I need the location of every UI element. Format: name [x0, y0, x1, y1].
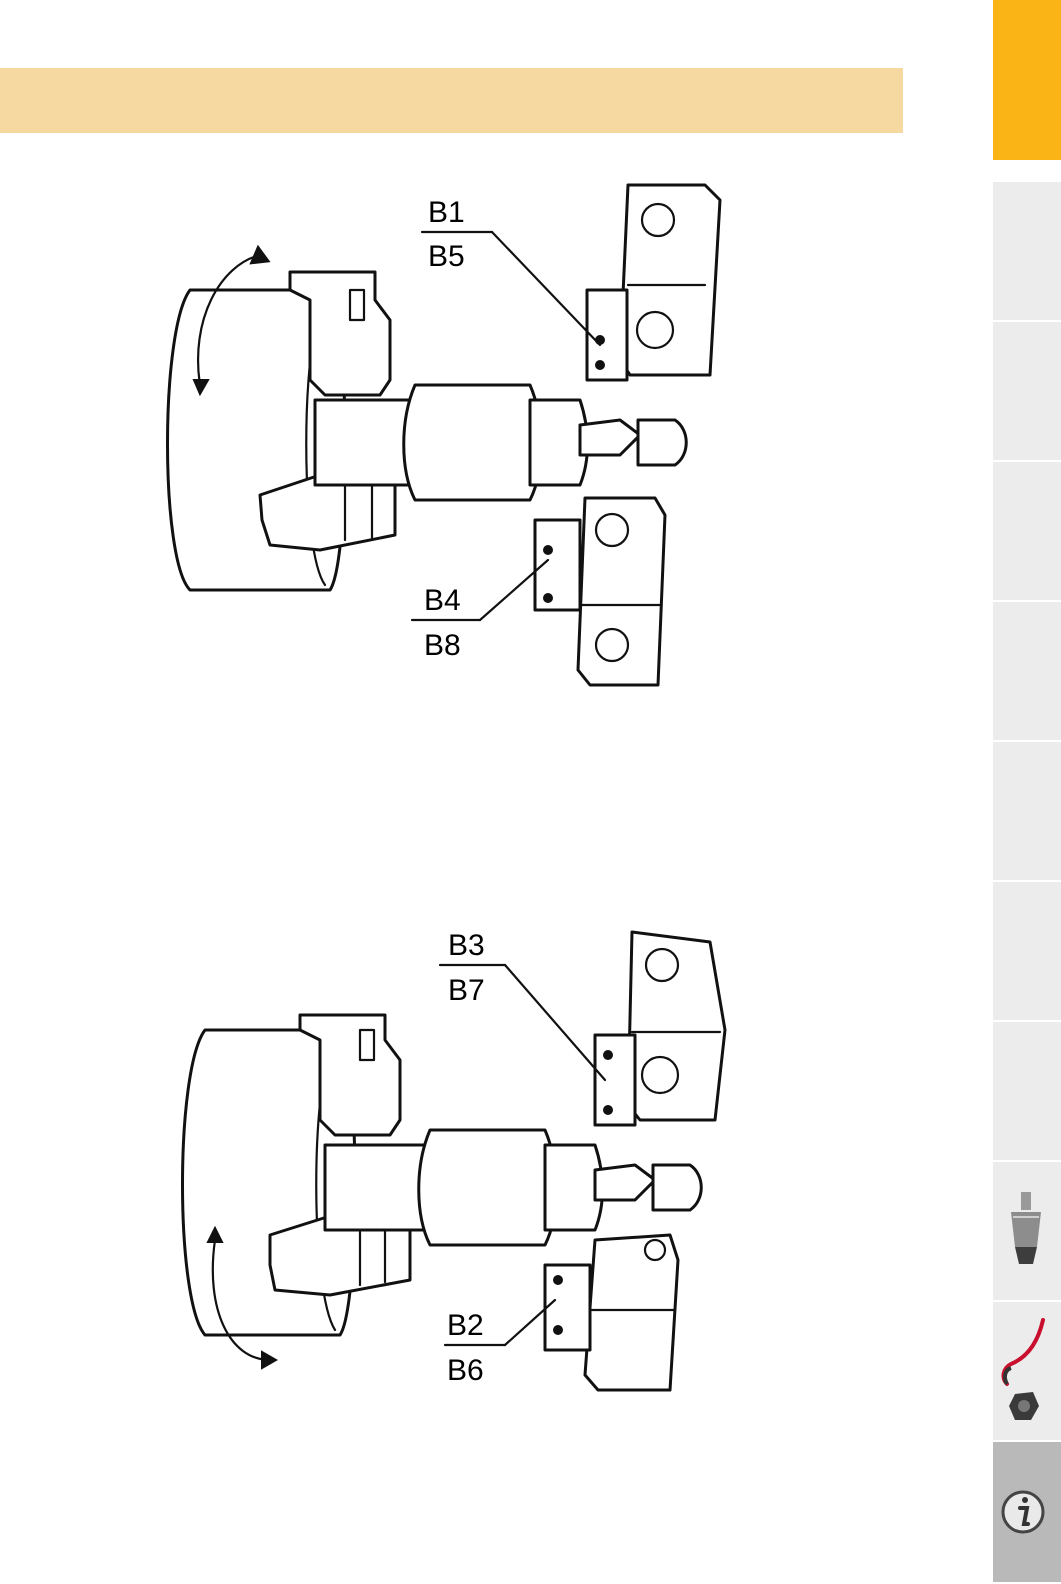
- tab-section-6[interactable]: [993, 740, 1061, 880]
- drill-chuck-icon: [993, 1162, 1061, 1302]
- tab-info[interactable]: [993, 1440, 1061, 1582]
- label-bottom: B2: [447, 1309, 484, 1342]
- label-bottom-sub: B6: [447, 1354, 484, 1387]
- figure-lathe-setup-1: B1 B5 B4 B8: [150, 180, 750, 700]
- spanner-and-nut-icon: [993, 1302, 1061, 1442]
- lathe-chuck-drawing-1: B1 B5 B4 B8: [150, 180, 750, 700]
- label-bottom: B4: [424, 584, 461, 617]
- tab-spanner-nut[interactable]: [993, 1300, 1061, 1440]
- tab-section-2[interactable]: [993, 180, 1061, 320]
- tab-section-8[interactable]: [993, 1020, 1061, 1160]
- label-bottom-sub: B8: [424, 629, 461, 662]
- header-band: [0, 68, 903, 133]
- tab-section-3[interactable]: [993, 320, 1061, 460]
- label-top-sub: B7: [448, 974, 485, 1007]
- tab-drill-chuck[interactable]: [993, 1160, 1061, 1300]
- tab-section-5[interactable]: [993, 600, 1061, 740]
- section-tab-rail: [993, 0, 1061, 1582]
- label-top: B3: [448, 929, 485, 962]
- label-top-sub: B5: [428, 240, 465, 273]
- info-icon: [993, 1442, 1061, 1584]
- tab-section-7[interactable]: [993, 880, 1061, 1020]
- figure-lathe-setup-2: B3 B7 B2 B6: [150, 920, 750, 1420]
- tab-section-4[interactable]: [993, 460, 1061, 600]
- tab-section-1-active[interactable]: [993, 0, 1061, 160]
- label-top: B1: [428, 196, 465, 229]
- lathe-chuck-drawing-2: B3 B7 B2 B6: [150, 920, 750, 1420]
